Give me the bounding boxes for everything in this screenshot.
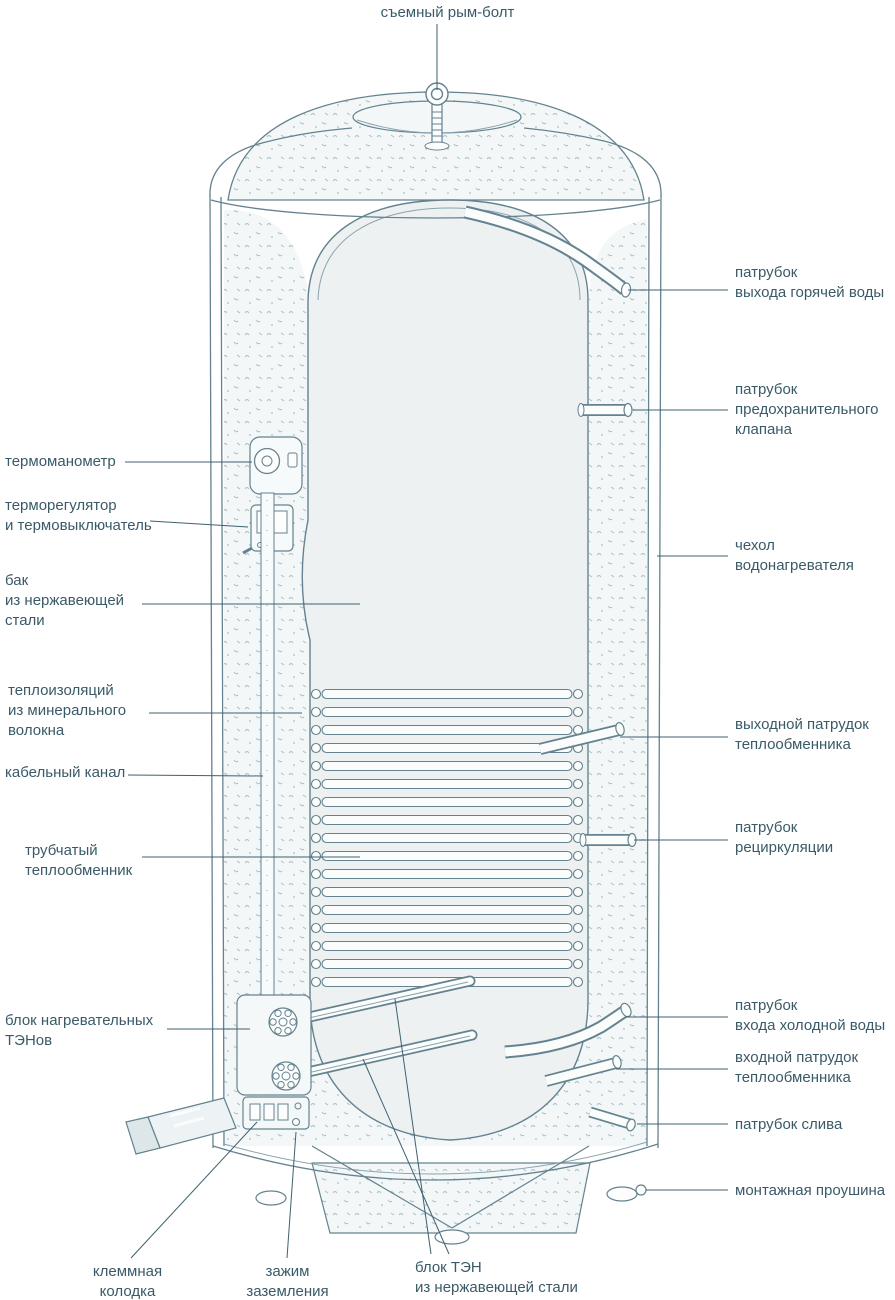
left-components xyxy=(125,436,312,1155)
drain-pipe xyxy=(588,1106,636,1132)
label-thermomanometer: термоманометр xyxy=(5,453,116,470)
mounting-lug-part xyxy=(635,1184,647,1196)
label-heater-block: блок нагревательных ТЭНов xyxy=(5,1012,154,1049)
label-cold-water-inlet: патрубок входа холодной воды xyxy=(735,997,886,1034)
heater-block-housing xyxy=(236,994,312,1096)
outer-jacket xyxy=(209,127,662,1149)
label-safety-valve: патрубок предохранительного клапана xyxy=(735,381,879,438)
label-terminal-block: клеммная колодка xyxy=(92,1263,163,1300)
leader-cable-channel xyxy=(127,774,264,777)
label-coil: трубчатый теплообменник xyxy=(25,842,133,879)
mounting-bracket xyxy=(125,1097,237,1155)
label-hot-water-outlet: патрубок выхода горячей воды xyxy=(735,264,885,301)
label-hx-inlet: входной патрудок теплообменника xyxy=(735,1049,859,1086)
label-tank: бак из нержавеющей стали xyxy=(5,572,125,629)
inner-tank xyxy=(301,199,589,1141)
hx-outlet-pipe xyxy=(538,722,625,755)
coil-heat-exchanger xyxy=(310,688,584,988)
safety-valve-pipe xyxy=(577,402,633,418)
recirculation-pipe xyxy=(579,832,637,848)
leader-ten-block-1 xyxy=(394,998,432,1255)
terminal-block-part xyxy=(242,1096,310,1130)
label-mounting-lug: монтажная проушина xyxy=(735,1182,886,1199)
eye-bolt xyxy=(352,82,522,151)
label-drain: патрубок слива xyxy=(735,1116,843,1133)
cold-water-inlet-pipe xyxy=(504,1002,632,1059)
label-hx-outlet: выходной патрудок теплообменника xyxy=(735,716,869,753)
label-casing: чехол водонагревателя xyxy=(735,537,854,574)
pipes xyxy=(463,205,637,1132)
hot-water-outlet-pipe xyxy=(463,205,632,298)
label-thermostat: терморегулятор и термовыключатель xyxy=(5,497,152,534)
label-ten-block: блок ТЭН из нержавеющей стали xyxy=(415,1259,578,1296)
base xyxy=(212,1141,659,1245)
hx-inlet-pipe xyxy=(544,1055,622,1087)
leader-terminal-block xyxy=(130,1121,258,1259)
label-insulation: теплоизоляций из минерального волокна xyxy=(8,682,127,739)
insulation xyxy=(224,91,647,1146)
label-cable-channel: кабельный канал xyxy=(5,764,126,781)
leader-ten-block-2 xyxy=(362,1058,450,1255)
thermomanometer-gauge xyxy=(249,436,303,495)
label-recirculation: патрубок рециркуляции xyxy=(735,819,834,856)
heating-elements xyxy=(290,975,478,1080)
leader-lines xyxy=(125,24,728,1259)
label-eye-bolt: съемный рым-болт xyxy=(380,4,515,21)
label-ground-clamp: зажим заземления xyxy=(246,1263,329,1300)
leader-thermostat xyxy=(149,520,249,528)
leader-ground-clamp xyxy=(286,1131,297,1259)
